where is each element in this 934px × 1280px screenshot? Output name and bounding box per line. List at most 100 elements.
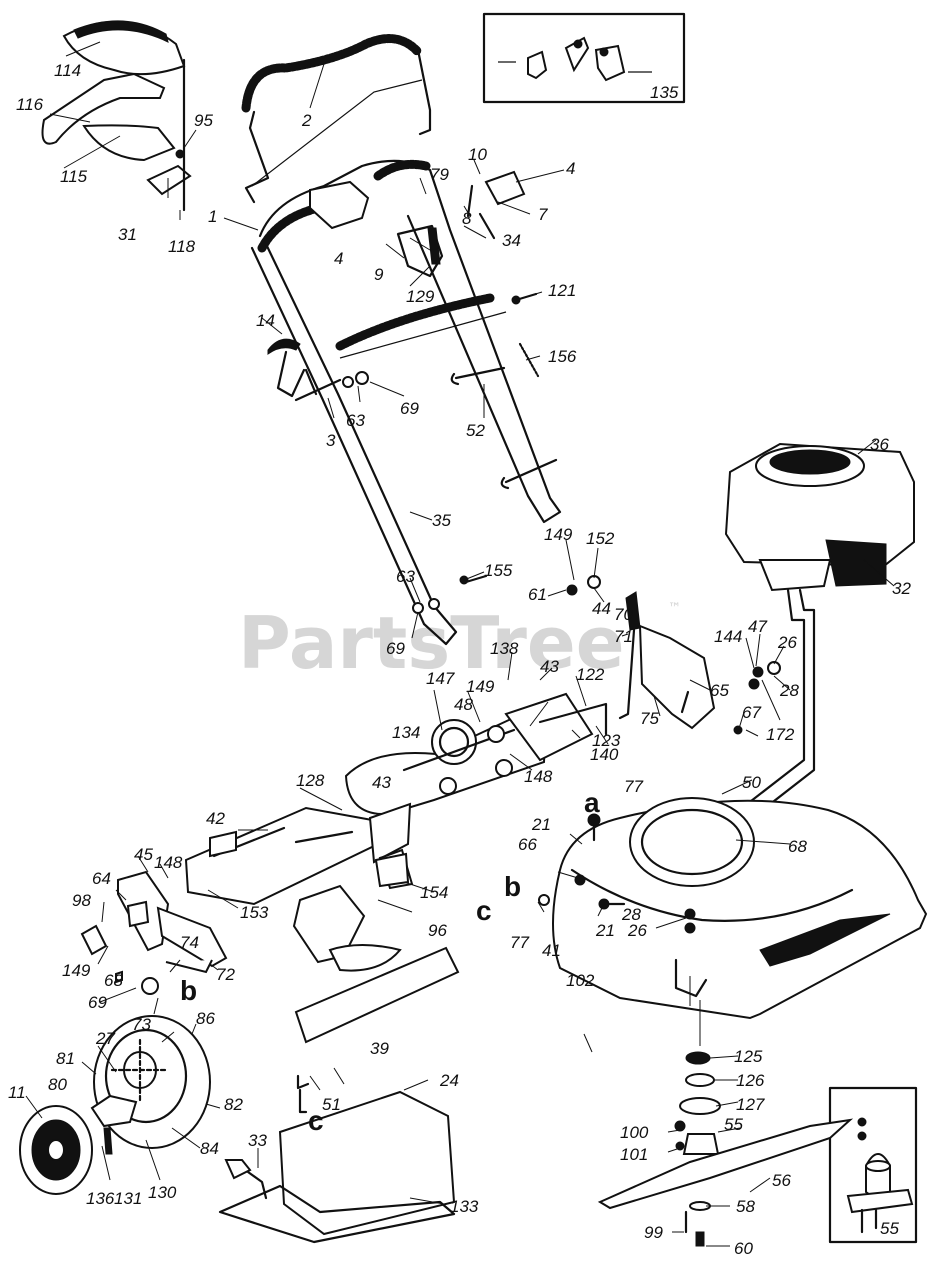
callout: 60 bbox=[734, 1239, 753, 1258]
callout: 48 bbox=[454, 695, 473, 714]
callout: 152 bbox=[586, 529, 615, 548]
callout: 64 bbox=[92, 869, 111, 888]
callout: 154 bbox=[420, 883, 448, 902]
blade-assembly bbox=[597, 1000, 854, 1247]
callout: 138 bbox=[490, 639, 519, 658]
rear-wheel bbox=[19, 1015, 211, 1195]
callout: 140 bbox=[590, 745, 619, 764]
inset-55 bbox=[828, 1086, 918, 1244]
callout: 65 bbox=[710, 681, 729, 700]
callout: 10 bbox=[468, 145, 487, 164]
ref-letter-a: a bbox=[584, 787, 600, 818]
callout: 77 bbox=[510, 933, 529, 952]
callout: 2 bbox=[301, 111, 312, 130]
callout: 14 bbox=[256, 311, 275, 330]
callout: 35 bbox=[432, 511, 451, 530]
callout: 98 bbox=[72, 891, 91, 910]
engine bbox=[712, 442, 915, 842]
callout: 144 bbox=[714, 627, 742, 646]
callout: 11 bbox=[8, 1083, 26, 1102]
callout: 149 bbox=[466, 677, 495, 696]
callout: 44 bbox=[592, 599, 611, 618]
leader-lines bbox=[25, 41, 895, 1247]
callout: 125 bbox=[734, 1047, 763, 1066]
shift-lever bbox=[618, 591, 716, 730]
callout: 128 bbox=[296, 771, 325, 790]
handle-knob bbox=[267, 338, 342, 402]
callout: 79 bbox=[430, 165, 449, 184]
callout: 121 bbox=[548, 281, 576, 300]
callout: 95 bbox=[194, 111, 213, 130]
callout: 24 bbox=[439, 1071, 459, 1090]
control-rod bbox=[450, 342, 558, 490]
callout: 42 bbox=[206, 809, 225, 828]
callout: 63 bbox=[396, 567, 415, 586]
callout: 36 bbox=[870, 435, 889, 454]
callout: 43 bbox=[372, 773, 391, 792]
callout-numbers: 114 116 115 95 31 118 2 1 14 3 63 69 10 … bbox=[8, 61, 911, 1258]
callout: 69 bbox=[400, 399, 419, 418]
callout: 75 bbox=[640, 709, 659, 728]
callout: 148 bbox=[524, 767, 553, 786]
callout: 39 bbox=[370, 1039, 389, 1058]
callout: 52 bbox=[466, 421, 485, 440]
callout: 26 bbox=[777, 633, 797, 652]
callout: 28 bbox=[621, 905, 641, 924]
ref-letter-b: b bbox=[180, 975, 197, 1006]
callout: 43 bbox=[540, 657, 559, 676]
watermark-trademark: ™ bbox=[668, 601, 681, 616]
callout: 126 bbox=[736, 1071, 765, 1090]
callout: 27 bbox=[95, 1029, 115, 1048]
callout: 73 bbox=[132, 1015, 151, 1034]
callout: 86 bbox=[196, 1009, 215, 1028]
callout: 31 bbox=[118, 225, 137, 244]
callout: 84 bbox=[200, 1139, 219, 1158]
callout: 69 bbox=[88, 993, 107, 1012]
inset-135 bbox=[482, 12, 686, 104]
callout: 33 bbox=[248, 1131, 267, 1150]
callout: 80 bbox=[48, 1075, 67, 1094]
callout: 67 bbox=[742, 703, 761, 722]
callout: 4 bbox=[334, 249, 343, 268]
callout: 4 bbox=[566, 159, 575, 178]
callout: 118 bbox=[168, 237, 196, 256]
callout: 3 bbox=[326, 431, 336, 450]
callout: 96 bbox=[428, 921, 447, 940]
callout: 28 bbox=[779, 681, 799, 700]
wheel-bracket bbox=[80, 870, 228, 995]
ref-letter-c: c bbox=[308, 1105, 324, 1136]
hardware bbox=[115, 170, 781, 1180]
callout: 70 bbox=[614, 605, 633, 624]
callout: 41 bbox=[542, 941, 561, 960]
callout: 55 bbox=[724, 1115, 743, 1134]
callout: 101 bbox=[620, 1145, 648, 1164]
bag-adapter bbox=[292, 884, 460, 1090]
callout: 129 bbox=[406, 287, 435, 306]
lower-handle-frame bbox=[250, 159, 562, 646]
callout: 66 bbox=[518, 835, 537, 854]
ref-letter-c: c bbox=[476, 895, 492, 926]
callout: 50 bbox=[742, 773, 761, 792]
callout: 63 bbox=[346, 411, 365, 430]
callout: 133 bbox=[450, 1197, 479, 1216]
ref-letter-b: b bbox=[504, 871, 521, 902]
callout: 115 bbox=[60, 167, 88, 186]
callout: 32 bbox=[892, 579, 911, 598]
callout: 21 bbox=[531, 815, 551, 834]
callout: 9 bbox=[374, 265, 384, 284]
reference-letters: a b b c c bbox=[180, 787, 600, 1136]
callout: 100 bbox=[620, 1123, 649, 1142]
callout: 21 bbox=[595, 921, 615, 940]
callout: 81 bbox=[56, 1049, 75, 1068]
callout: 147 bbox=[426, 669, 455, 688]
callout: 55 bbox=[880, 1219, 899, 1238]
callout: 134 bbox=[392, 723, 420, 742]
callout: 72 bbox=[216, 965, 235, 984]
callout: 58 bbox=[736, 1197, 755, 1216]
callout: 153 bbox=[240, 903, 269, 922]
callout: 99 bbox=[644, 1223, 663, 1242]
mower-deck bbox=[552, 797, 928, 1020]
callout: 136 bbox=[86, 1189, 115, 1208]
callout: 148 bbox=[154, 853, 183, 872]
